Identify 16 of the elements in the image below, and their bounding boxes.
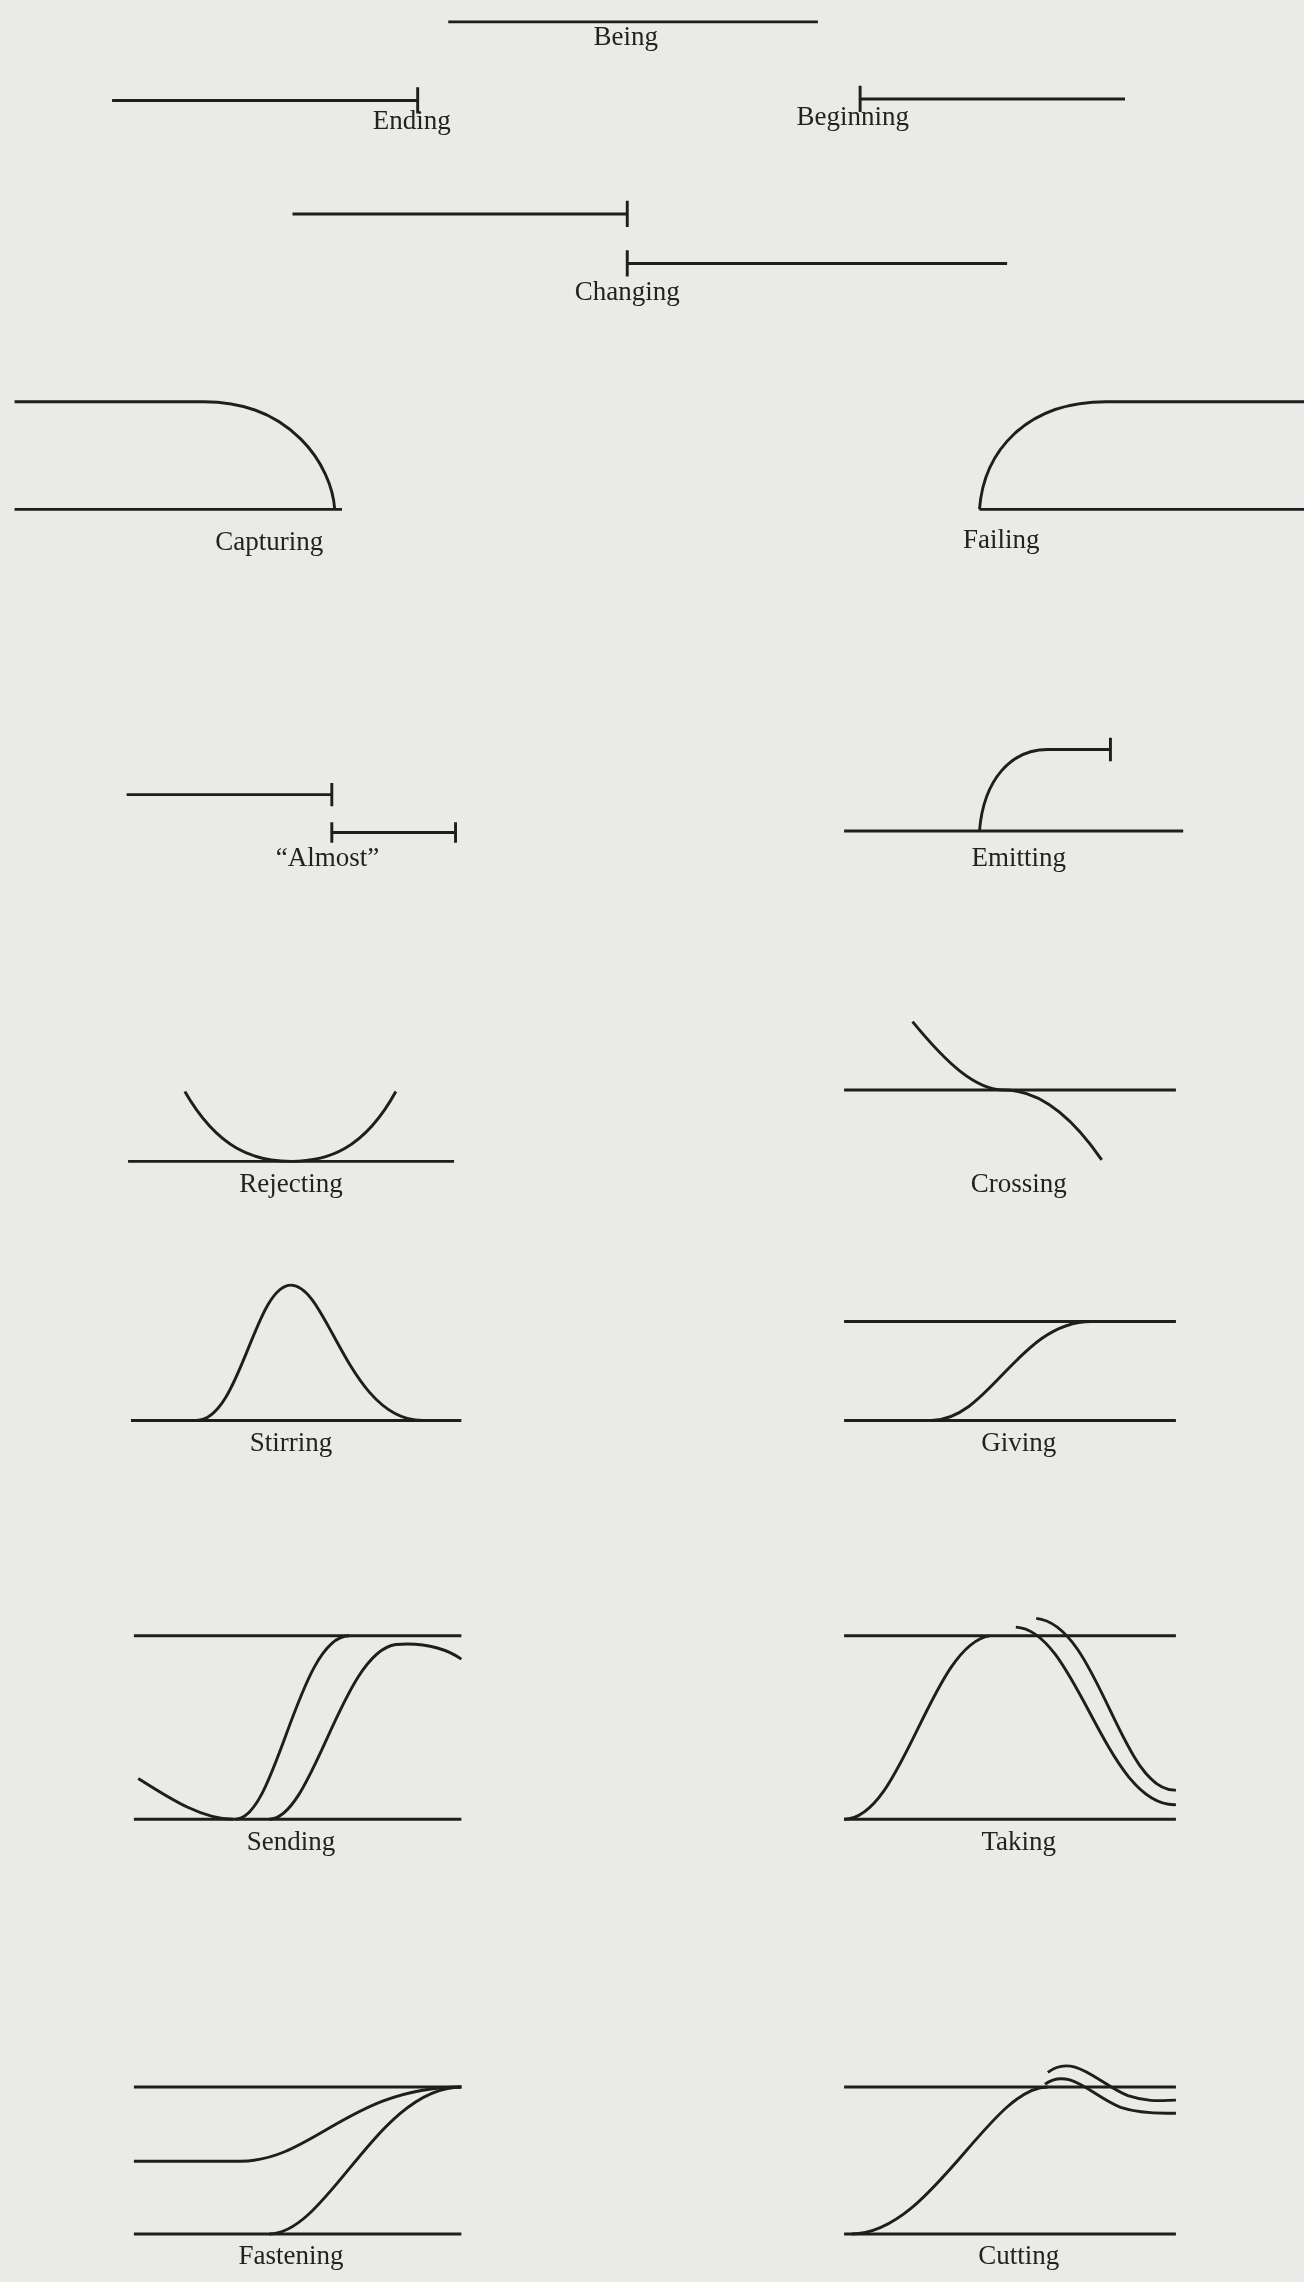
drawing-caption: Taking: [981, 1827, 1057, 1855]
drawing-caption: Sending: [246, 1827, 336, 1855]
drawing-caption: Rejecting: [239, 1169, 343, 1197]
drawing-caption: Cutting: [978, 2242, 1060, 2270]
drawing-caption: Ending: [372, 107, 451, 135]
drawing-caption: Stirring: [249, 1428, 333, 1456]
drawing-caption: Emitting: [971, 843, 1066, 871]
drawing-caption: Capturing: [215, 527, 324, 555]
drawing-caption: “Almost”: [275, 843, 380, 871]
drawing-caption: Failing: [963, 526, 1040, 554]
drawing-caption: Changing: [574, 277, 680, 305]
drawing-caption: Fastening: [238, 2242, 344, 2270]
drawing-caption: Crossing: [970, 1169, 1067, 1197]
drawing-caption: Being: [593, 22, 659, 50]
drawing-caption: Giving: [981, 1428, 1057, 1456]
drawing-caption: Beginning: [796, 102, 910, 130]
